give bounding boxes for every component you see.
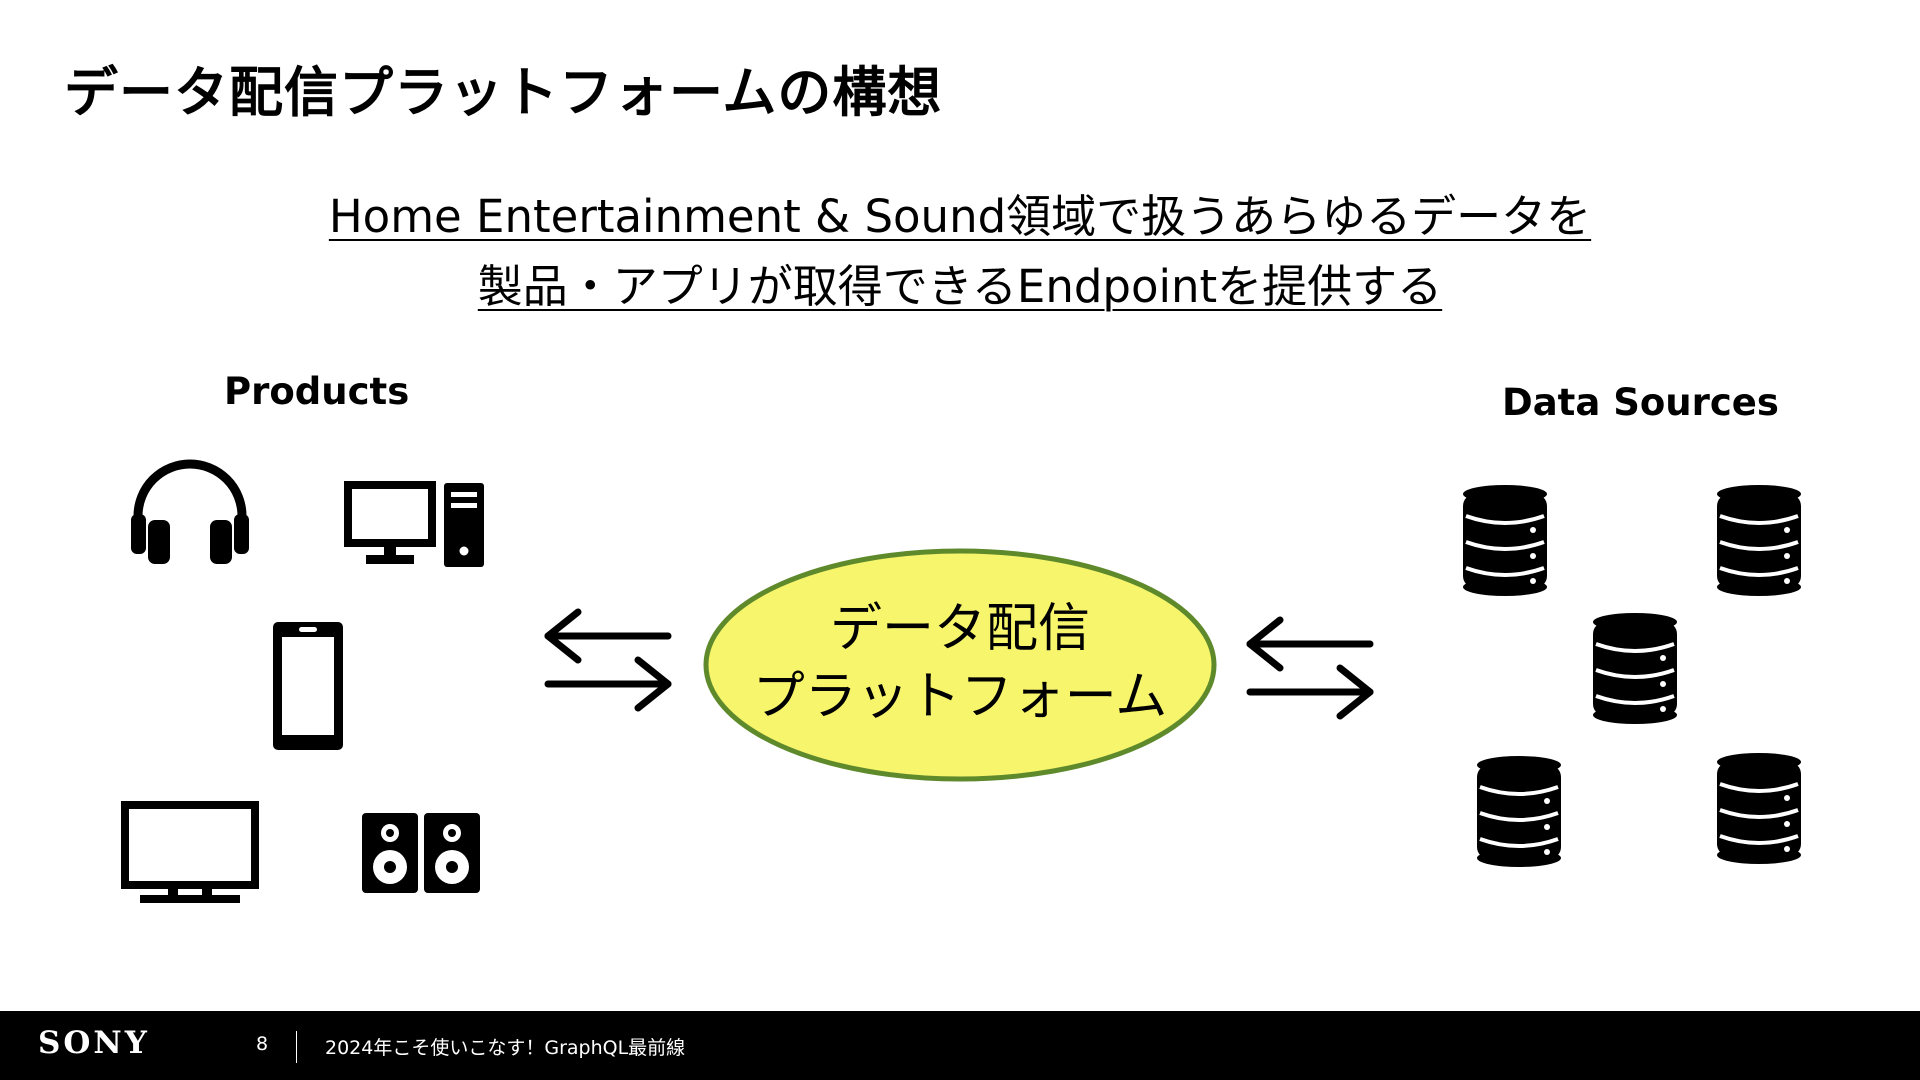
footer-bar: SONY 8 2024年こそ使いこなす！GraphQL最前線 xyxy=(0,1011,1920,1080)
exchange-arrows-left xyxy=(544,608,672,712)
database-icon xyxy=(1593,613,1677,724)
subtitle-line-1: Home Entertainment & Sound領域で扱うあらゆるデータを xyxy=(328,190,1592,243)
database-icon xyxy=(1717,753,1801,864)
speakers-icon xyxy=(362,813,480,893)
database-icon xyxy=(1477,756,1561,867)
products-label: Products xyxy=(224,370,410,413)
sony-logo: SONY xyxy=(38,1025,150,1061)
desktop-pc-icon xyxy=(344,481,484,567)
television-icon xyxy=(121,801,259,903)
smartphone-icon xyxy=(273,622,343,750)
presentation-caption: 2024年こそ使いこなす！GraphQL最前線 xyxy=(325,1037,686,1059)
headphones-icon xyxy=(131,459,249,564)
platform-label-line-1: データ配信 xyxy=(829,599,1090,659)
subtitle-line-2: 製品・アプリが取得できるEndpointを提供する xyxy=(477,260,1443,313)
platform-ellipse xyxy=(703,548,1217,782)
footer-divider xyxy=(296,1031,297,1063)
database-icon xyxy=(1717,485,1801,596)
exchange-arrows-right xyxy=(1246,616,1374,720)
data-sources-label: Data Sources xyxy=(1502,381,1779,424)
platform-label-line-2: プラットフォーム xyxy=(752,667,1168,727)
page-number: 8 xyxy=(256,1033,269,1055)
platform-label: データ配信 プラットフォーム xyxy=(700,595,1220,731)
slide-title: データ配信プラットフォームの構想 xyxy=(64,61,943,124)
database-icon xyxy=(1463,485,1547,596)
